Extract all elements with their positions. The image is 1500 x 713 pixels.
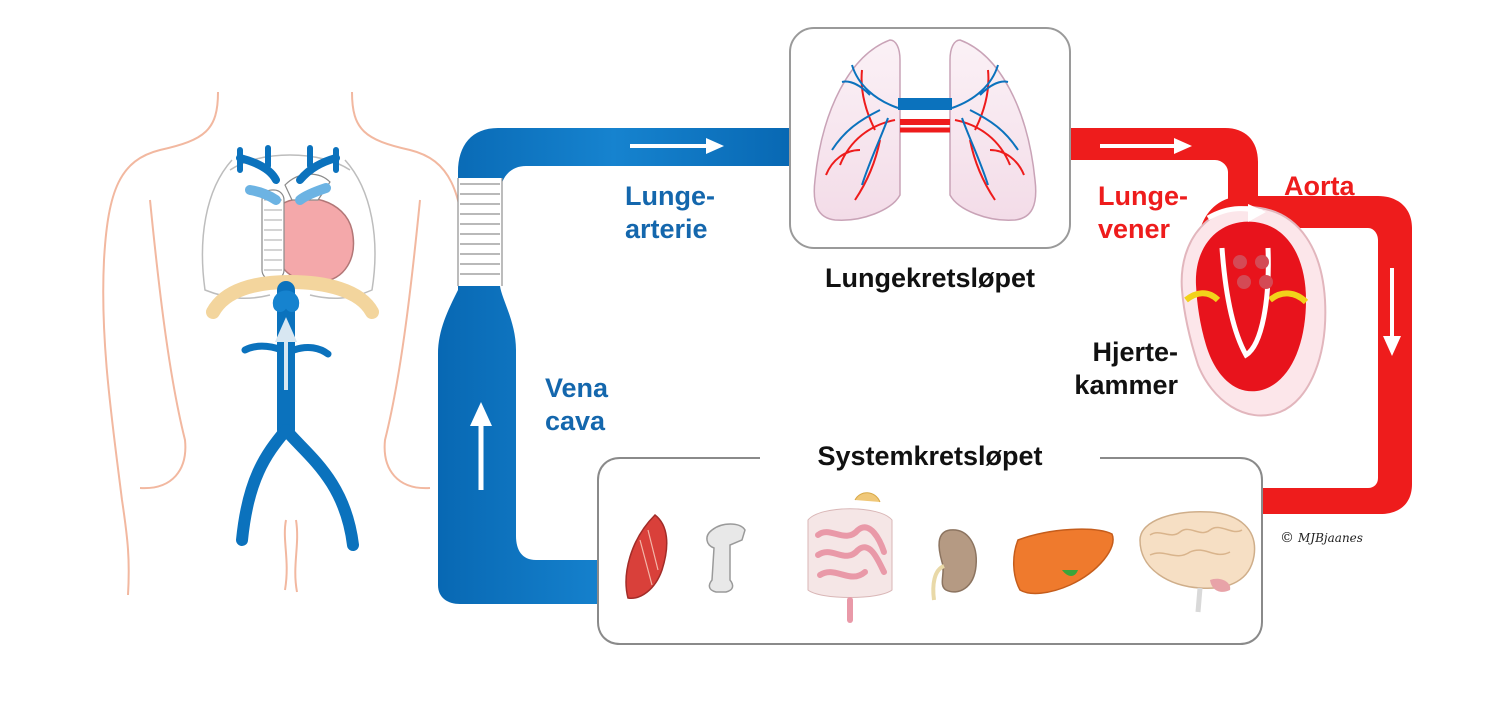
systemic-circulation-label: Systemkretsløpet: [817, 441, 1043, 471]
body-up-arrow-icon: [274, 317, 298, 390]
vena-cava-arrowhead: [470, 402, 492, 426]
vena-cava-tube: [438, 128, 790, 604]
pulmonary-artery-arrowhead: [706, 138, 724, 154]
ventricle-label-line2: kammer: [1074, 370, 1178, 400]
aorta-label: Aorta: [1284, 171, 1355, 201]
vena-cava-label: Vena cava: [545, 372, 608, 438]
pulmonary-vein-arrowhead: [1174, 138, 1192, 154]
pulmonary-veins-label: Lunge- vener: [1098, 180, 1188, 246]
ventricle-label-line1: Hjerte-: [1092, 337, 1178, 367]
ventricle-label: Hjerte- kammer: [1068, 336, 1178, 402]
muscle-icon: [625, 514, 668, 599]
intestine-icon: [807, 492, 893, 623]
vena-cava-label-line1: Vena: [545, 373, 609, 403]
pulmonary-artery-label-line2: arterie: [625, 214, 708, 244]
pulmonary-veins-label-line2: vener: [1098, 214, 1171, 244]
aorta-arrowhead: [1383, 336, 1401, 356]
liver-icon: [1013, 528, 1114, 595]
pulmonary-circulation-label: Lungekretsløpet: [824, 263, 1036, 293]
vena-cava-label-line2: cava: [545, 406, 606, 436]
heart-icon: [1180, 204, 1327, 417]
body-heart-icon: [279, 173, 355, 283]
organs-box: [597, 457, 1263, 645]
bone-icon: [706, 523, 746, 593]
pulmonary-artery-label-line1: Lunge-: [625, 181, 715, 211]
pulmonary-veins-label-line1: Lunge-: [1098, 181, 1188, 211]
lungs-icon: [813, 39, 1037, 221]
copyright-credit: © MJBjaanes: [1280, 530, 1363, 546]
author-signature: MJBjaanes: [1298, 531, 1363, 545]
copyright-symbol: ©: [1280, 530, 1294, 546]
pulmonary-artery-label: Lunge- arterie: [625, 180, 715, 246]
brain-icon: [1139, 511, 1256, 613]
kidney-icon: [931, 529, 977, 601]
